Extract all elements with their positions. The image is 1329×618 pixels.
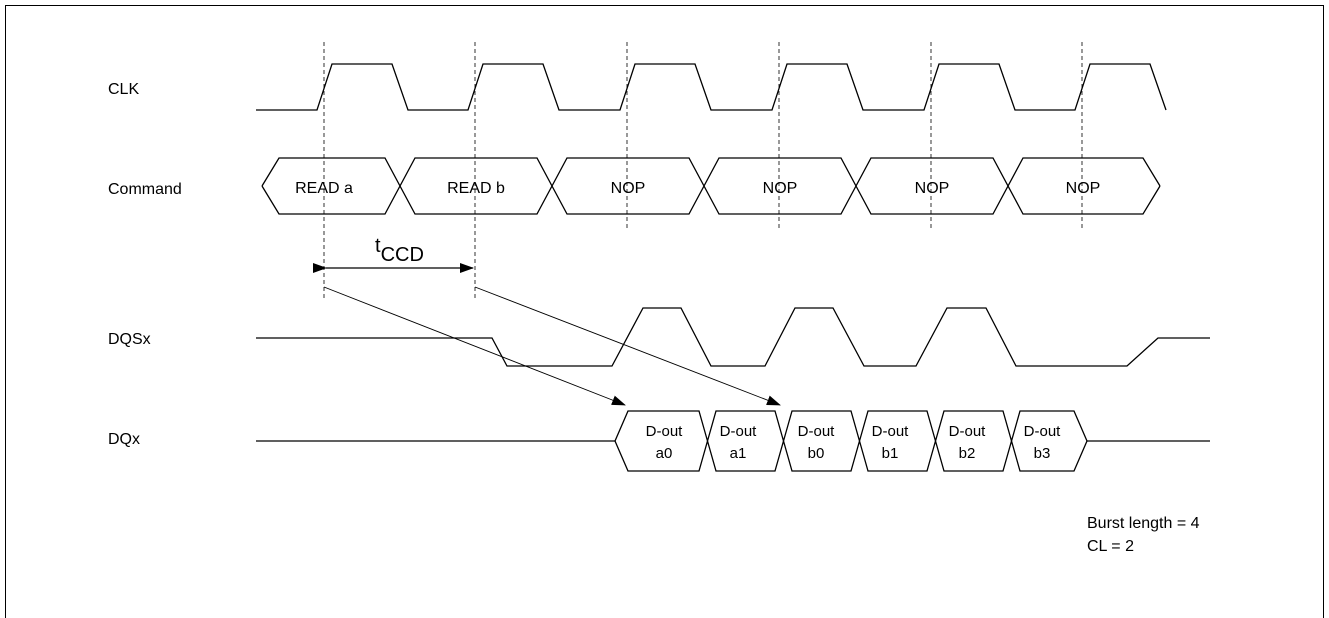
- clk-label: CLK: [108, 81, 139, 98]
- dq-dout-b1-line1: D-out: [872, 423, 910, 440]
- command-bus: [261, 157, 1161, 215]
- cas-latency-note: CL = 2: [1087, 538, 1134, 555]
- dq-dout-a0-line1: D-out: [646, 423, 684, 440]
- dq-dout-b1-line2: b1: [882, 445, 899, 462]
- dq-dout-a0-line2: a0: [656, 445, 673, 462]
- dqs-label: DQSx: [108, 331, 151, 348]
- command-nop-3: NOP: [915, 180, 950, 197]
- command-nop-2: NOP: [763, 180, 798, 197]
- dq-dout-b0-line1: D-out: [798, 423, 836, 440]
- dq-dout-b3-line1: D-out: [1024, 423, 1062, 440]
- dq-dout-b0-line2: b0: [808, 445, 825, 462]
- diagram-border: [5, 5, 1324, 618]
- dq-dout-b2-line1: D-out: [949, 423, 987, 440]
- burst-length-note: Burst length = 4: [1087, 515, 1200, 532]
- command-read-a: READ a: [295, 180, 353, 197]
- dq-label: DQx: [108, 431, 140, 448]
- latency-arrow-read-a: [323, 286, 626, 406]
- command-nop-1: NOP: [611, 180, 646, 197]
- dq-dout-b2-line2: b2: [959, 445, 976, 462]
- command-read-b: READ b: [447, 180, 505, 197]
- dq-bus: [256, 410, 1210, 472]
- clock-edge-guides: [323, 42, 1083, 300]
- dq-dout-a1-line2: a1: [730, 445, 747, 462]
- dq-dout-b3-line2: b3: [1034, 445, 1051, 462]
- command-label: Command: [108, 181, 182, 198]
- clk-waveform: [256, 63, 1167, 111]
- tccd-label: tCCD: [375, 235, 424, 266]
- latency-arrow-read-b: [474, 286, 781, 406]
- command-nop-4: NOP: [1066, 180, 1101, 197]
- dqs-waveform: [256, 307, 1210, 367]
- dq-dout-a1-line1: D-out: [720, 423, 758, 440]
